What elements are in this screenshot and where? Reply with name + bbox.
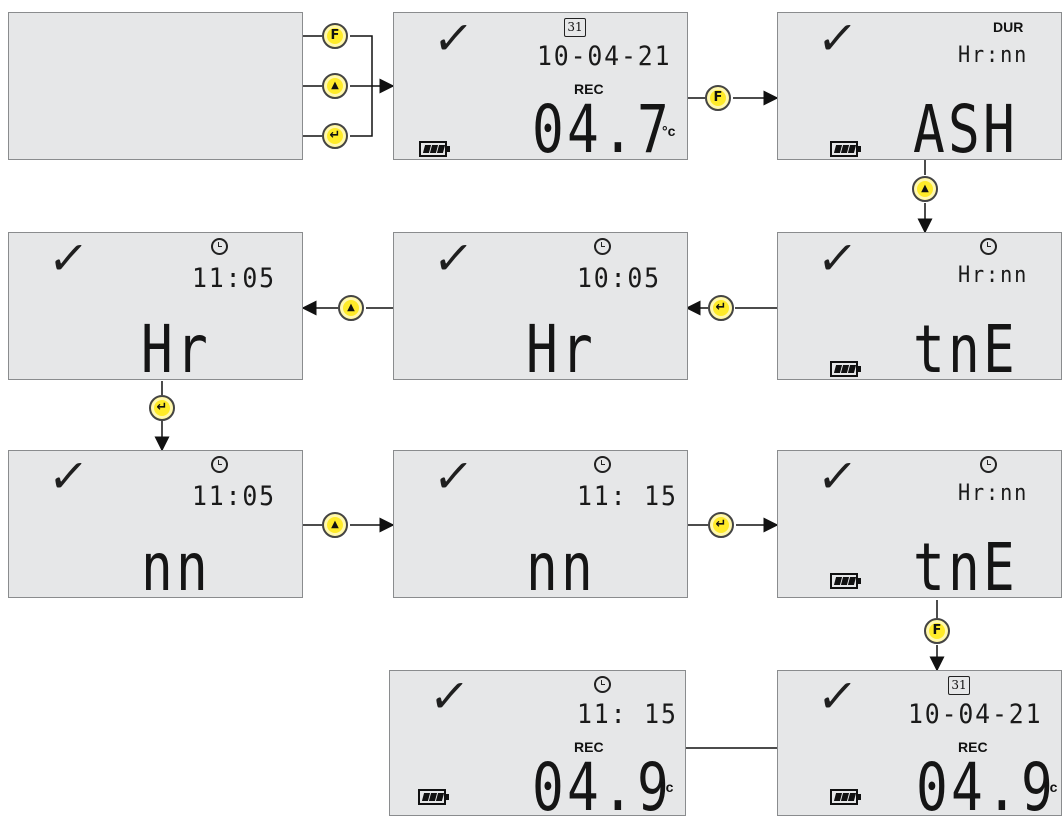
date-display: 10-04-21 bbox=[537, 41, 672, 72]
check-icon: ✓ bbox=[45, 449, 92, 503]
lcd-screen-hr-11: ✓ 11:05 Hr bbox=[8, 231, 303, 388]
time-display: 11:05 bbox=[192, 481, 276, 512]
mode-value: Hr bbox=[141, 311, 211, 388]
check-icon: ✓ bbox=[814, 669, 861, 723]
time-format-display: Hr:nn bbox=[958, 43, 1029, 68]
unit-label: °c bbox=[662, 123, 676, 139]
battery-icon bbox=[830, 573, 861, 589]
enter-button[interactable]: ↵ bbox=[322, 123, 348, 149]
clock-icon bbox=[211, 238, 228, 255]
time-format-display: Hr:nn bbox=[958, 263, 1029, 288]
time-display: 11:05 bbox=[192, 263, 276, 294]
time-display: 10:05 bbox=[577, 263, 661, 294]
temperature-value: 04.7 bbox=[532, 91, 672, 168]
battery-icon bbox=[419, 141, 450, 157]
battery-icon bbox=[418, 789, 449, 805]
dur-label: DUR bbox=[993, 19, 1024, 35]
mode-value: ASH bbox=[913, 91, 1018, 168]
check-icon: ✓ bbox=[45, 231, 92, 285]
unit-label: °c bbox=[660, 779, 674, 795]
lcd-screen-rec-1: ✓ 31 10-04-21 REC 04.7 °c bbox=[393, 11, 688, 168]
battery-icon bbox=[830, 141, 861, 157]
clock-icon bbox=[594, 238, 611, 255]
clock-icon bbox=[211, 456, 228, 473]
check-icon: ✓ bbox=[814, 449, 861, 503]
clock-icon bbox=[980, 238, 997, 255]
clock-icon bbox=[594, 676, 611, 693]
time-display: 11: 15 bbox=[577, 481, 678, 512]
lcd-screen-time-2: ✓ Hr:nn tnE bbox=[777, 449, 1062, 606]
f-button[interactable]: F bbox=[705, 85, 731, 111]
lcd-screen-rec-time: ✓ 11: 15 REC 04.9 °c bbox=[389, 669, 686, 826]
f-button[interactable]: F bbox=[322, 23, 348, 49]
lcd-screen-hr-10: ✓ 10:05 Hr bbox=[393, 231, 688, 388]
lcd-screen-min-11-15: ✓ 11: 15 nn bbox=[393, 449, 688, 606]
calendar-icon: 31 bbox=[564, 18, 586, 37]
up-button[interactable]: ▲ bbox=[912, 176, 938, 202]
check-icon: ✓ bbox=[814, 11, 861, 65]
mode-value: tnE bbox=[913, 529, 1018, 606]
time-format-display: Hr:nn bbox=[958, 481, 1029, 506]
mode-value: nn bbox=[141, 529, 211, 606]
mode-value: tnE bbox=[913, 311, 1018, 388]
rec-label: REC bbox=[958, 739, 988, 755]
temperature-value: 04.9 bbox=[916, 749, 1056, 826]
check-icon: ✓ bbox=[430, 11, 477, 65]
mode-value: nn bbox=[526, 529, 596, 606]
date-display: 10-04-21 bbox=[908, 699, 1043, 730]
enter-button[interactable]: ↵ bbox=[708, 512, 734, 538]
battery-icon bbox=[830, 361, 861, 377]
lcd-screen-min-11-05: ✓ 11:05 nn bbox=[8, 449, 303, 606]
clock-icon bbox=[980, 456, 997, 473]
enter-button[interactable]: ↵ bbox=[149, 395, 175, 421]
check-icon: ✓ bbox=[430, 231, 477, 285]
up-button[interactable]: ▲ bbox=[322, 73, 348, 99]
temperature-value: 04.9 bbox=[532, 749, 672, 826]
lcd-screen-time-1: ✓ Hr:nn tnE bbox=[777, 231, 1062, 388]
lcd-screen-dur: ✓ DUR Hr:nn ASH bbox=[777, 11, 1062, 168]
up-button[interactable]: ▲ bbox=[322, 512, 348, 538]
check-icon: ✓ bbox=[814, 231, 861, 285]
lcd-screen-blank bbox=[8, 12, 303, 160]
mode-value: Hr bbox=[526, 311, 596, 388]
clock-icon bbox=[594, 456, 611, 473]
unit-label: °c bbox=[1044, 779, 1058, 795]
check-icon: ✓ bbox=[430, 449, 477, 503]
check-icon: ✓ bbox=[426, 669, 473, 723]
time-display: 11: 15 bbox=[577, 699, 678, 730]
f-button[interactable]: F bbox=[924, 618, 950, 644]
rec-label: REC bbox=[574, 81, 604, 97]
rec-label: REC bbox=[574, 739, 604, 755]
enter-button[interactable]: ↵ bbox=[708, 295, 734, 321]
up-button[interactable]: ▲ bbox=[338, 295, 364, 321]
calendar-icon: 31 bbox=[948, 676, 970, 695]
battery-icon bbox=[830, 789, 861, 805]
lcd-screen-rec-2: ✓ 31 10-04-21 REC 04.9 °c bbox=[777, 669, 1062, 826]
